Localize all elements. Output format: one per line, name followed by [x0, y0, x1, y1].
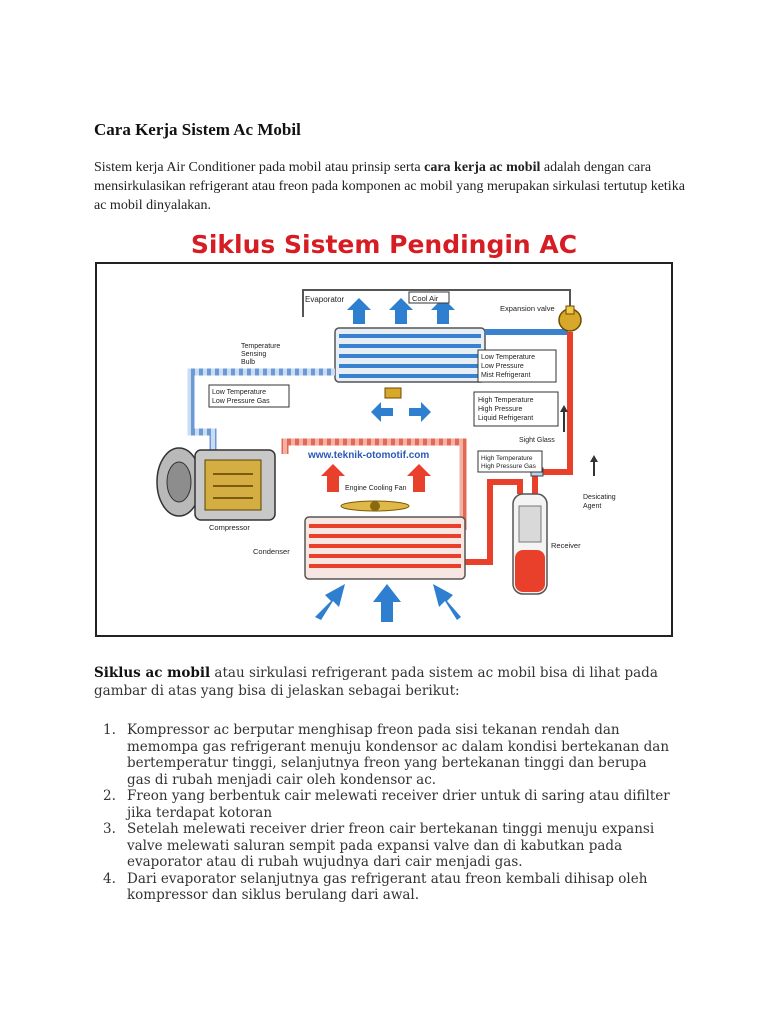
label-high-liquid-1: High Temperature: [478, 397, 534, 404]
flow-up-arrows: [560, 405, 598, 476]
low-temp-gas-box: [208, 384, 290, 408]
intro-bold-keyword: cara kerja ac mobil: [424, 160, 541, 175]
engine-cooling-fan: [340, 500, 410, 512]
equalizer-line: [302, 289, 571, 317]
label-compressor: Compressor: [209, 523, 250, 532]
label-low-temp-mist-3: Mist Refrigerant: [481, 372, 530, 379]
intro-text-end: adalah dengan cara mensirkulasikan refri…: [94, 160, 685, 213]
list-item-text: Freon yang berbentuk cair melewati recei…: [127, 788, 670, 821]
label-high-liquid-3: Liquid Refrigerant: [478, 415, 533, 422]
cycle-bold-keyword: Siklus ac mobil: [94, 665, 211, 681]
label-expansion-valve: Expansion valve: [500, 304, 555, 313]
label-temp-bulb-2: Sensing: [241, 351, 266, 358]
cycle-paragraph: Siklus ac mobil atau sirkulasi refrigera…: [94, 664, 674, 700]
condenser-outlet-line: [463, 479, 523, 565]
label-temp-bulb-3: Bulb: [241, 359, 255, 366]
steps-list: 1. Kompressor ac berputar menghisap freon…: [94, 722, 674, 904]
list-item: 1. Kompressor ac berputar menghisap freon…: [94, 722, 674, 788]
list-item-text: Setelah melewati receiver drier freon ca…: [127, 821, 655, 870]
label-evaporator: Evaporator: [305, 295, 344, 304]
list-item-number: 2.: [103, 788, 116, 804]
hot-air-arrows: [321, 464, 431, 492]
evaporator-coil: [334, 327, 486, 383]
label-temp-bulb-1: Temperature: [241, 343, 280, 350]
list-item-text: Dari evaporator selanjutnya gas refriger…: [127, 870, 648, 904]
label-low-temp-mist-1: Low Temperature: [481, 354, 535, 361]
condenser-airflow-arrows: [315, 584, 461, 622]
suction-line: [187, 368, 335, 458]
high-temp-gas-box: [477, 450, 543, 473]
label-receiver: Receiver: [551, 541, 581, 550]
discharge-line: [281, 438, 467, 530]
list-item: 2. Freon yang berbentuk cair melewati rec…: [94, 788, 674, 821]
list-item-number: 3.: [103, 821, 116, 837]
service-valve-icon: [384, 387, 402, 399]
list-item: 4. Dari evaporator selanjutnya gas refrig…: [94, 871, 674, 904]
label-engine-fan: Engine Cooling Fan: [345, 485, 407, 492]
intro-paragraph: Sistem kerja Air Conditioner pada mobil …: [94, 158, 694, 215]
condenser-coil: [304, 516, 466, 580]
watermark-url: www.teknik-otomotif.com: [307, 450, 429, 461]
label-high-gas-2: High Pressure Gas: [481, 463, 537, 470]
list-item-number: 4.: [103, 870, 116, 887]
ac-cycle-diagram: Evaporator Cool Air Expansion valve Temp…: [95, 262, 673, 637]
label-desiccating-1: Desicating: [583, 494, 616, 501]
list-item: 3. Setelah melewati receiver drier freon …: [94, 821, 674, 871]
figure-title: Siklus Sistem Pendingin AC: [190, 230, 578, 259]
cycle-text: atau sirkulasi refrigerant pada sistem a…: [94, 665, 658, 699]
list-item-text: Kompressor ac berputar menghisap freon p…: [127, 722, 670, 788]
label-cool-air: Cool Air: [412, 294, 439, 303]
label-high-liquid-2: High Pressure: [478, 406, 522, 413]
label-condenser: Condenser: [253, 547, 290, 556]
intro-text-start: Sistem kerja Air Conditioner pada mobil …: [94, 160, 425, 175]
expansion-valve: [558, 305, 582, 332]
low-temp-mist-box: [477, 349, 557, 383]
receiver-drier: [512, 493, 548, 595]
center-blue-arrows: [371, 402, 431, 422]
cool-air-arrows: [347, 298, 455, 324]
label-low-temp-gas-2: Low Pressure Gas: [212, 398, 270, 405]
label-sight-glass: Sight Glass: [519, 437, 555, 444]
cool-air-box: [408, 291, 450, 304]
document-title: Cara Kerja Sistem Ac Mobil: [94, 120, 301, 139]
label-desiccating-2: Agent: [583, 503, 601, 510]
label-high-gas-1: High Temperature: [481, 455, 533, 462]
high-temp-liquid-box: [473, 391, 559, 427]
label-low-temp-gas-1: Low Temperature: [212, 389, 266, 396]
label-low-temp-mist-2: Low Pressure: [481, 363, 524, 370]
liquid-line: [532, 332, 573, 494]
list-item-number: 1.: [103, 722, 116, 738]
compressor: [156, 447, 276, 521]
